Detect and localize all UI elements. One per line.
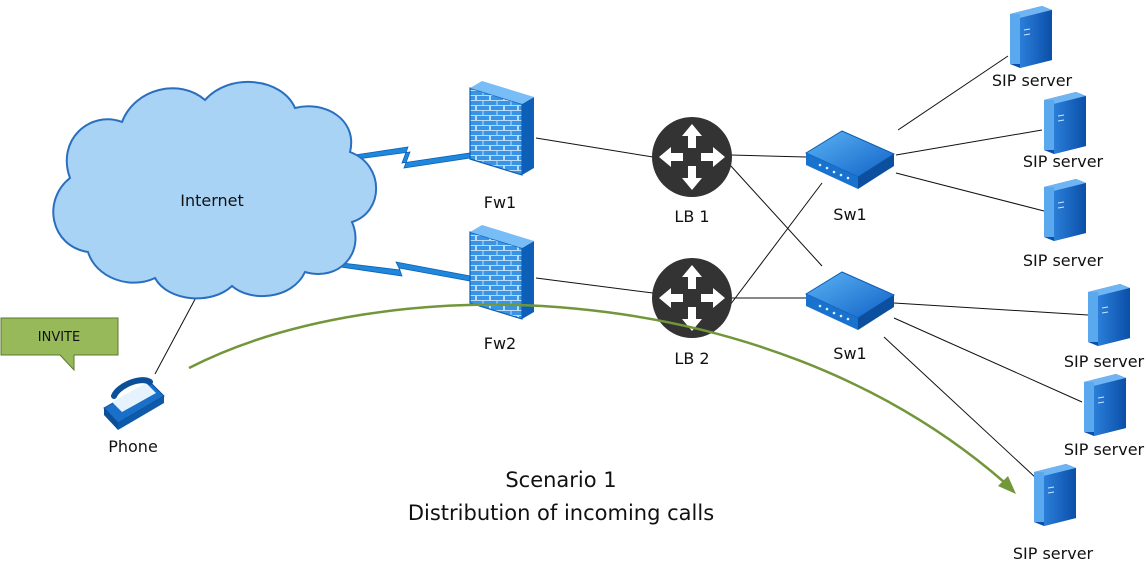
phone-label: Phone: [108, 437, 158, 456]
sip-server-2-label: SIP server: [1023, 152, 1104, 171]
phone-icon: Phone: [103, 377, 165, 456]
invite-flow-arrow: [188, 303, 1016, 494]
lb1-label: LB 1: [674, 207, 709, 226]
sip-server-4-label: SIP server: [1064, 352, 1145, 371]
lb2-label: LB 2: [674, 349, 709, 368]
wan-link-2: [333, 261, 471, 282]
sip-server-1-label: SIP server: [992, 71, 1073, 90]
firewall-fw2: Fw2: [469, 225, 534, 353]
load-balancer-lb2: LB 2: [652, 258, 732, 368]
fw1-label: Fw1: [484, 193, 516, 212]
sw1-bottom-label: Sw1: [833, 344, 866, 363]
invite-callout: INVITE: [0, 317, 119, 372]
sip-server-6: SIP server: [1013, 464, 1094, 563]
connection-lines: [154, 55, 1089, 479]
load-balancer-lb1: LB 1: [652, 117, 732, 226]
caption-subtitle: Distribution of incoming calls: [408, 501, 714, 525]
sip-server-1: SIP server: [992, 6, 1073, 90]
caption-title: Scenario 1: [505, 468, 616, 492]
internet-cloud: Internet: [52, 80, 377, 300]
invite-label: INVITE: [38, 330, 80, 345]
sip-server-6-label: SIP server: [1013, 544, 1094, 563]
switch-sw1-top: Sw1: [804, 130, 896, 224]
sip-server-2: SIP server: [1023, 92, 1104, 171]
fw2-label: Fw2: [484, 334, 516, 353]
internet-label: Internet: [180, 191, 244, 210]
sw1-top-label: Sw1: [833, 205, 866, 224]
sip-server-5-label: SIP server: [1064, 440, 1145, 459]
sip-server-4: SIP server: [1064, 284, 1145, 371]
sip-server-5: SIP server: [1064, 374, 1145, 459]
switch-sw1-bottom: Sw1: [804, 271, 896, 363]
sip-server-3: SIP server: [1023, 179, 1104, 270]
sip-server-3-label: SIP server: [1023, 251, 1104, 270]
firewall-fw1: Fw1: [469, 81, 534, 212]
